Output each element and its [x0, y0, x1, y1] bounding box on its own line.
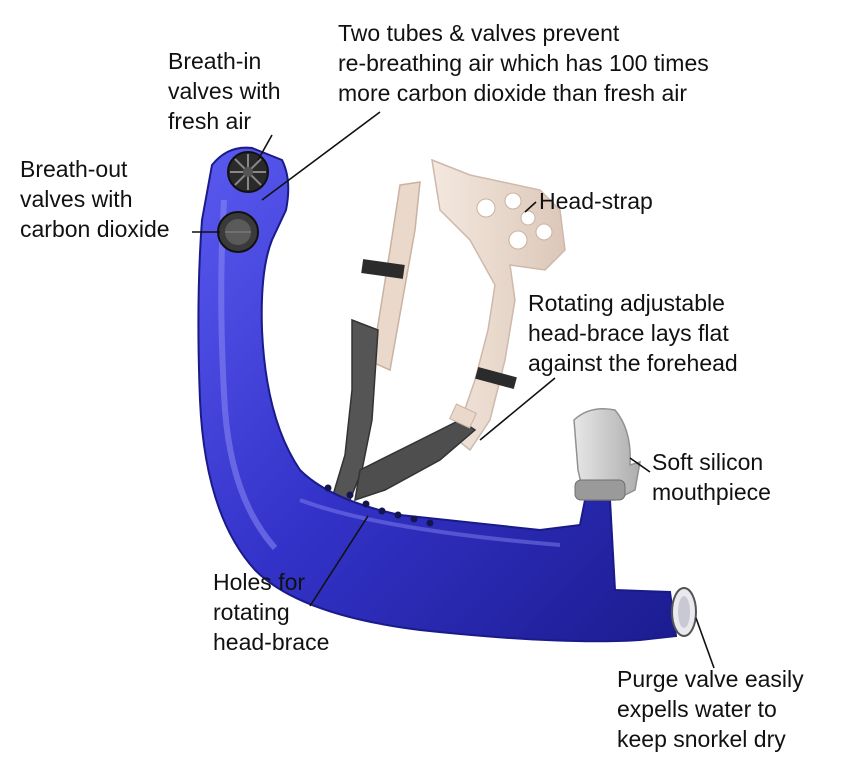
- label-two-tubes: Two tubes & valves prevent re-breathing …: [338, 20, 709, 106]
- leader-head-strap: [524, 201, 537, 213]
- leader-holes: [309, 515, 369, 607]
- grille-valve-icon: [227, 151, 269, 193]
- label-mouthpiece: Soft silicon mouthpiece: [652, 449, 771, 505]
- label-rotating-brace: Rotating adjustable head-brace lays flat…: [528, 290, 738, 376]
- leader-lines: [192, 111, 715, 669]
- label-breath-in: Breath-in valves with fresh air: [168, 48, 281, 134]
- label-purge-valve: Purge valve easily expells water to keep…: [617, 666, 804, 752]
- brace-holes: [324, 484, 434, 527]
- leader-purge-valve: [695, 617, 715, 669]
- mouthpiece: [573, 408, 641, 501]
- purge-valve: [671, 587, 697, 637]
- label-head-strap: Head-strap: [539, 188, 653, 214]
- leader-two-tubes: [261, 111, 381, 201]
- label-holes: Holes for rotating head-brace: [213, 569, 330, 655]
- head-strap: [361, 158, 566, 452]
- snorkel-tube: [197, 146, 678, 643]
- leader-mouthpiece: [629, 457, 651, 473]
- round-valve-icon: [217, 211, 259, 253]
- leader-rotating-brace: [479, 377, 556, 441]
- head-brace: [328, 318, 478, 507]
- leader-breath-in: [257, 134, 273, 161]
- label-breath-out: Breath-out valves with carbon dioxide: [20, 156, 170, 242]
